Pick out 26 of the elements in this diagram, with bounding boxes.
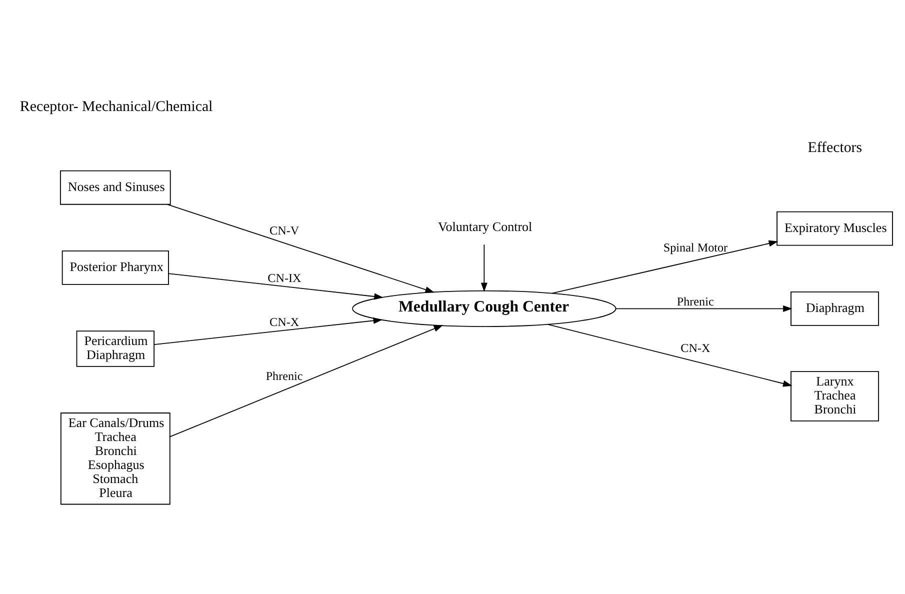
arrow [170, 324, 444, 437]
node-ellipse: Medullary Cough Center [352, 290, 616, 326]
node-box: Diaphragm [790, 290, 880, 326]
edge-label: Spinal Motor [663, 240, 728, 254]
edge-label: Phrenic [676, 294, 714, 308]
arrow [551, 240, 778, 294]
node-box: Noses and Sinuses [60, 170, 171, 204]
node-text: Voluntary Control [438, 218, 532, 234]
label: Effectors [808, 140, 862, 156]
edge-label: CN-X [270, 314, 300, 328]
edge-label: Phrenic [266, 368, 303, 382]
edge-label: CN-X [680, 340, 710, 354]
arrow [616, 304, 792, 312]
arrow [480, 244, 488, 292]
node-box: Pericardium Diaphragm [76, 330, 155, 366]
node-box: Posterior Pharynx [62, 250, 169, 284]
node-box: Expiratory Muscles [776, 210, 893, 246]
edge-label: CN-IX [268, 270, 302, 285]
edge-label: CN-V [270, 223, 300, 238]
arrow [154, 316, 383, 345]
label: Receptor- Mechanical/Chemical [20, 98, 213, 115]
arrow [168, 272, 384, 300]
node-box: Ear Canals/Drums Trachea Bronchi Esophagus Stomach Pleura [60, 412, 170, 504]
node-box: Larynx Trachea Bronchi [790, 370, 880, 421]
arrow [166, 203, 435, 292]
arrow [546, 323, 792, 386]
